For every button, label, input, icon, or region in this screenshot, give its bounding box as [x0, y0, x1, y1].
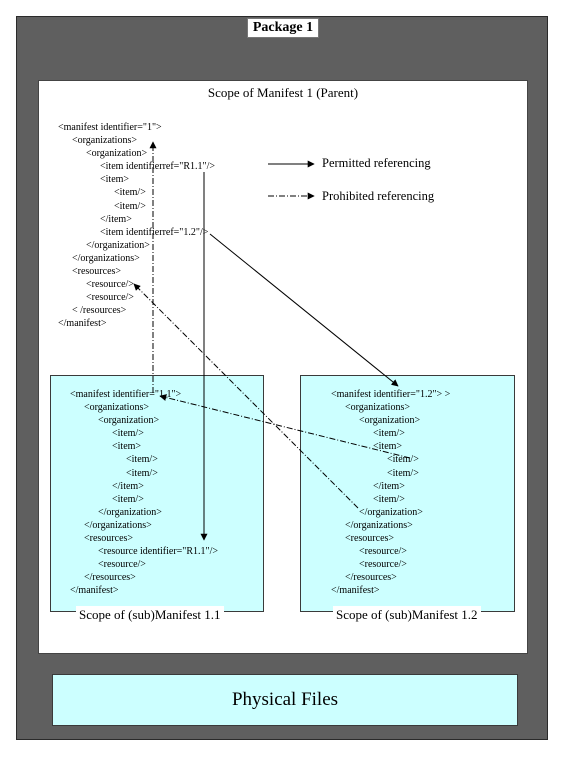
code-line: <item/> [387, 467, 419, 479]
code-line: </organizations> [72, 252, 140, 264]
code-line: </resources> [345, 572, 397, 584]
code-line: <item> [100, 174, 130, 186]
code-line: <resource/> [86, 279, 134, 291]
code-line: </organization> [86, 239, 150, 251]
code-line: </manifest> [58, 318, 107, 330]
code-line: <manifest identifier="1.2"> > [331, 389, 451, 400]
physical-files-box: Physical Files [52, 674, 518, 726]
code-line: <resources> [84, 533, 134, 545]
code-line: </organizations> [345, 519, 413, 531]
code-line: < /resources> [72, 305, 127, 317]
code-line: <item/> [114, 200, 146, 212]
code-line: </resources> [84, 572, 136, 584]
code-line: <resources> [72, 266, 122, 278]
code-line: <organizations> [72, 135, 137, 147]
package-title: Package 1 [247, 18, 319, 38]
submanifest-1-1-code: <manifest identifier="1.1"> <organization… [70, 388, 218, 598]
parent-manifest-title: Scope of Manifest 1 (Parent) [207, 85, 359, 100]
code-line: <item/> [373, 428, 405, 440]
code-line: <resource identifier="R1.1"/> [98, 546, 219, 558]
code-line: <item/> [373, 493, 405, 505]
submanifest-1-1-title: Scope of (sub)Manifest 1.1 [76, 606, 224, 623]
code-line: </organization> [98, 506, 162, 518]
code-line: <item/> [112, 493, 144, 505]
code-line: <item identifierref="R1.1"/> [100, 161, 216, 173]
code-line: </organization> [359, 506, 423, 518]
code-line: <resource/> [359, 559, 407, 571]
code-line: <resource/> [86, 292, 134, 304]
code-line: <organization> [86, 148, 148, 160]
code-line: <resource/> [359, 546, 407, 558]
code-line: <item identifierref="1.2"/> [100, 226, 209, 238]
code-line: </item> [373, 480, 405, 492]
code-line: <organization> [359, 415, 421, 427]
code-line: </manifest> [331, 585, 380, 597]
parent-manifest-code: <manifest identifier="1"> <organizations>… [58, 121, 215, 331]
code-line: <resource/> [98, 559, 146, 571]
legend-permitted-label: Permitted referencing [322, 156, 431, 170]
code-line: <manifest identifier="1.1"> [70, 389, 182, 400]
code-line: <item/> [112, 428, 144, 440]
code-line: </manifest> [70, 585, 119, 597]
code-line: <item> [373, 441, 403, 453]
code-line: </organizations> [84, 519, 152, 531]
code-line: </item> [112, 480, 144, 492]
code-line: <item/> [387, 454, 419, 466]
code-line: <organizations> [84, 402, 149, 414]
code-line: <organization> [98, 415, 160, 427]
code-line: <item> [112, 441, 142, 453]
code-line: <manifest identifier="1"> [58, 122, 162, 133]
submanifest-1-2-title: Scope of (sub)Manifest 1.2 [333, 606, 481, 623]
legend-prohibited-label: Prohibited referencing [322, 189, 435, 203]
code-line: <resources> [345, 533, 395, 545]
code-line: </item> [100, 213, 132, 225]
code-line: <item/> [126, 467, 158, 479]
code-line: <item/> [114, 187, 146, 199]
submanifest-1-2-code: <manifest identifier="1.2"> > <organizati… [331, 388, 450, 598]
code-line: <item/> [126, 454, 158, 466]
code-line: <organizations> [345, 402, 410, 414]
